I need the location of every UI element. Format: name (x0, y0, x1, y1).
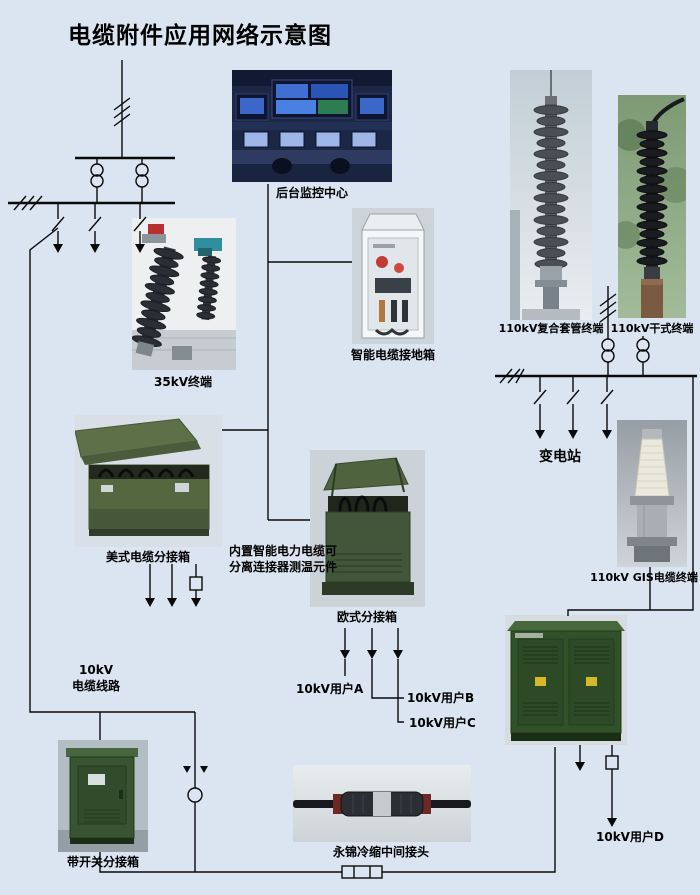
gis-terminal-photo (617, 420, 687, 567)
switch-tap-box-photo (58, 740, 148, 852)
label-american-tap-box: 美式电缆分接箱 (105, 550, 190, 564)
smart-grounding-box-photo (352, 208, 434, 344)
label-gis-terminal: 110kV GIS电缆终端 (590, 571, 698, 584)
label-user-a: 10kV用户A (296, 682, 364, 696)
monitoring-center-photo (232, 70, 392, 182)
american-tap-box-photo (75, 415, 222, 547)
label-cable-line-10kv-line1: 10kV (79, 663, 113, 677)
note-smart-connector-line1: 内置智能电力电缆可 (228, 544, 337, 558)
label-cold-shrink-joint: 永锦冷缩中间接头 (332, 845, 429, 859)
composite-terminal-photo (510, 70, 592, 320)
label-user-b: 10kV用户B (407, 691, 475, 705)
cold-shrink-joint-photo (293, 765, 471, 842)
european-tap-box-photo (310, 450, 425, 607)
terminal-35kv-photo (132, 218, 236, 370)
label-composite-terminal: 110kV复合套管终端 (498, 322, 604, 335)
label-european-tap-box: 欧式分接箱 (336, 610, 397, 624)
label-smart-grounding-box: 智能电缆接地箱 (350, 348, 435, 362)
label-substation: 变电站 (539, 449, 581, 465)
label-switch-tap-box: 带开关分接箱 (66, 855, 139, 869)
label-user-c: 10kV用户C (409, 716, 476, 730)
dry-terminal-photo (618, 95, 686, 318)
label-cable-line-10kv-line2: 电缆线路 (71, 679, 120, 693)
label-user-d: 10kV用户D (596, 830, 664, 844)
label-cable-line-10kv: 10kV 电缆线路 (60, 662, 132, 694)
label-monitoring-center: 后台监控中心 (275, 186, 348, 200)
label-dry-terminal: 110kV干式终端 (610, 322, 694, 335)
page-title: 电缆附件应用网络示意图 (68, 23, 332, 49)
note-smart-connector: 内置智能电力电缆可 分离连接器测温元件 (222, 543, 344, 575)
label-terminal-35kv: 35kV终端 (154, 375, 212, 389)
ring-main-cabinet-photo (505, 615, 627, 745)
note-smart-connector-line2: 分离连接器测温元件 (228, 560, 337, 574)
